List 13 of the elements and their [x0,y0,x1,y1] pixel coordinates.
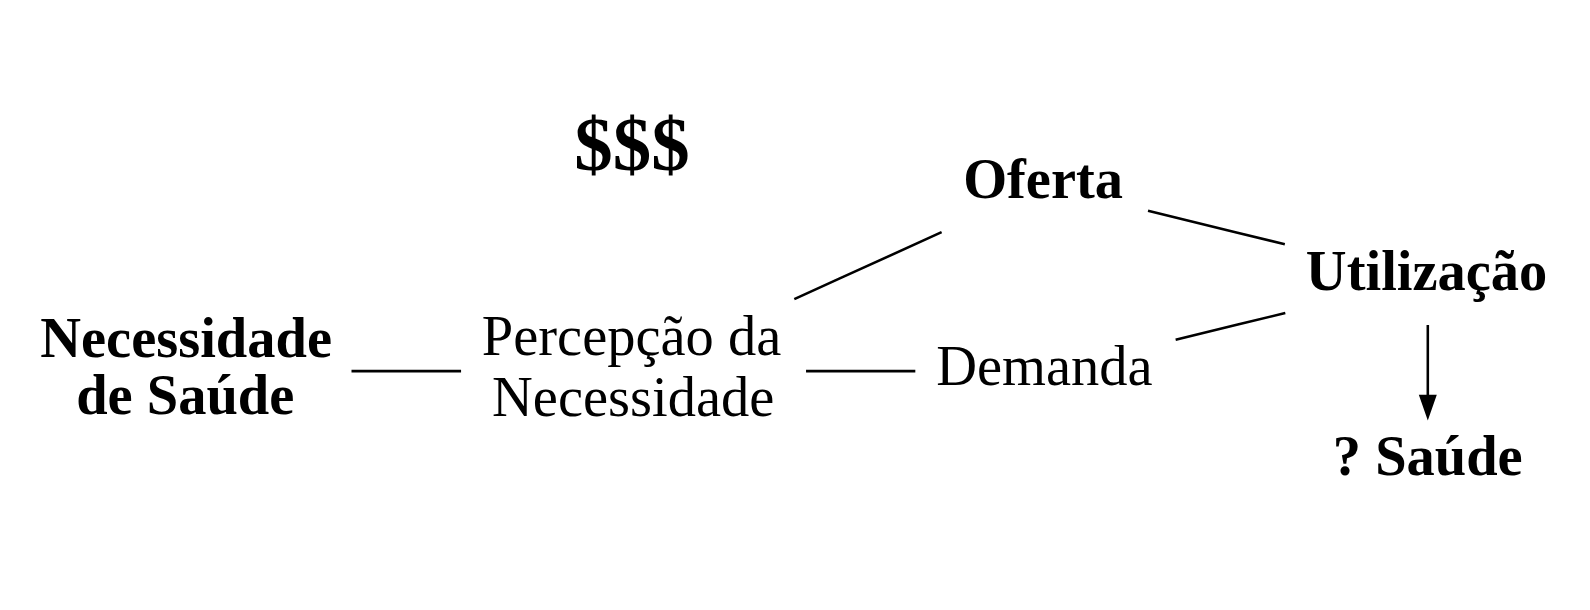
connector [1175,311,1286,342]
arrow [1418,325,1437,421]
node-text: Necessidade de Saúde [40,307,332,426]
connector [1147,209,1286,246]
connector [806,369,916,373]
connector [351,369,462,373]
connector [793,231,943,301]
node-text: Utilização [1305,240,1548,303]
node-text: Percepção da Necessidade [481,304,782,429]
node-text: Demanda [936,335,1153,398]
node-text: Oferta [963,148,1124,211]
label: $$$ [574,100,690,187]
node-text: ? Saúde [1332,425,1523,488]
